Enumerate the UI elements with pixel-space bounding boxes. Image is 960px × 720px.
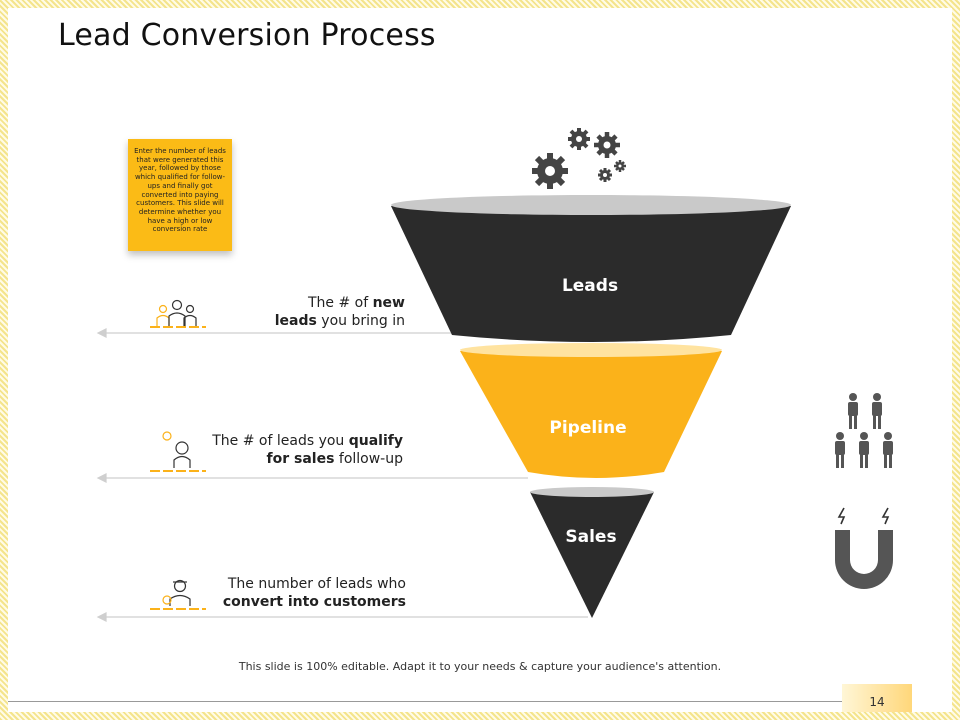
stage-label-leads: Leads bbox=[561, 276, 619, 296]
desc-text: you bring in bbox=[316, 313, 405, 329]
sticky-note: Enter the number of leads that were gene… bbox=[128, 139, 232, 251]
funnel-stage-leads bbox=[391, 195, 791, 342]
description-sales: The number of leads who convert into cus… bbox=[166, 575, 406, 611]
desc-text: The number of leads who bbox=[227, 576, 406, 592]
page-number: 14 bbox=[842, 684, 912, 712]
funnel-graphic bbox=[96, 128, 893, 622]
desc-text: The # of leads you bbox=[212, 433, 349, 449]
desc-bold: new bbox=[372, 295, 405, 311]
arrow-sales-icon bbox=[96, 612, 107, 622]
desc-bold: leads bbox=[274, 313, 317, 329]
desc-bold: qualify bbox=[348, 433, 403, 449]
gears-icon bbox=[532, 128, 626, 189]
footer-text: This slide is 100% editable. Adapt it to… bbox=[238, 660, 722, 673]
slide-title: Lead Conversion Process bbox=[58, 18, 436, 53]
people-group-icon bbox=[835, 393, 893, 468]
description-pipeline: The # of leads you qualify for sales fol… bbox=[163, 432, 403, 468]
arrow-pipeline-icon bbox=[96, 473, 107, 483]
funnel-stage-pipeline bbox=[460, 343, 722, 478]
desc-bold: for sales bbox=[266, 451, 335, 467]
description-leads: The # of new leads you bring in bbox=[165, 294, 405, 330]
team-icon bbox=[150, 299, 206, 328]
arrow-leads-icon bbox=[96, 328, 107, 338]
slide: Lead Conversion Process Enter the number… bbox=[8, 8, 952, 712]
footer-divider bbox=[8, 701, 842, 702]
woman-icon bbox=[150, 431, 206, 472]
customer-icon bbox=[150, 579, 206, 610]
funnel-stage-sales bbox=[530, 487, 654, 618]
desc-bold: convert into customers bbox=[222, 594, 406, 610]
desc-text: follow-up bbox=[334, 451, 403, 467]
stage-label-sales: Sales bbox=[565, 527, 617, 547]
magnet-icon bbox=[835, 507, 893, 589]
stage-label-pipeline: Pipeline bbox=[549, 418, 627, 438]
desc-text: The # of bbox=[307, 295, 373, 311]
guide-lines bbox=[96, 328, 588, 622]
